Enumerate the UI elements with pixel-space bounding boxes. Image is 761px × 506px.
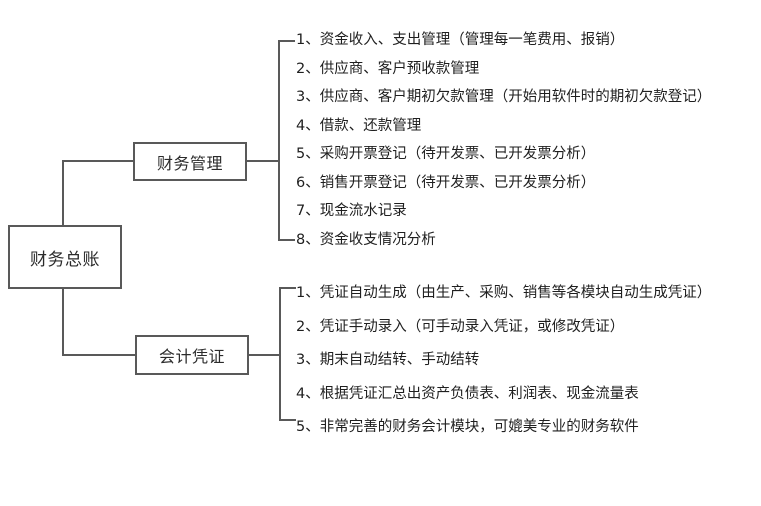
connector-root-to-branch1-horizontal: [62, 160, 135, 162]
connector-root-to-branch2-horizontal: [62, 354, 137, 356]
leaf-list-financial-management: 1、资金收入、支出管理（管理每一笔费用、报销） 2、供应商、客户预收款管理 3、…: [296, 26, 711, 254]
list-item: 2、凭证手动录入（可手动录入凭证，或修改凭证）: [296, 318, 625, 335]
list-item: 3、供应商、客户期初欠款管理（开始用软件时的期初欠款登记）: [296, 89, 712, 105]
list-item: 4、根据凭证汇总出资产负债表、利润表、现金流量表: [296, 385, 639, 402]
leaf-list-accounting-voucher: 1、凭证自动生成（由生产、采购、销售等各模块自动生成凭证） 2、凭证手动录入（可…: [296, 277, 711, 445]
list-item: 1、凭证自动生成（由生产、采购、销售等各模块自动生成凭证）: [296, 285, 712, 301]
bracket-branch1-bottom-stub: [278, 239, 295, 241]
branch-node-financial-management[interactable]: 财务管理: [133, 142, 247, 181]
list-item: 8、资金收支情况分析: [296, 231, 436, 248]
list-item: 5、采购开票登记（待开发票、已开发票分析）: [296, 146, 596, 162]
root-node-label: 财务总账: [30, 249, 100, 270]
list-item: 3、期末自动结转、手动结转: [296, 352, 480, 368]
bracket-branch1-spine: [278, 40, 280, 241]
branch-node-label: 财务管理: [156, 153, 223, 173]
list-item: 6、销售开票登记（待开发票、已开发票分析）: [296, 174, 596, 191]
list-item: 1、资金收入、支出管理（管理每一笔费用、报销）: [296, 32, 625, 48]
list-item: 4、借款、还款管理: [296, 117, 422, 134]
branch-node-label: 会计凭证: [158, 347, 225, 366]
bracket-branch2-spine: [279, 287, 281, 420]
connector-root-to-branch2-vertical: [62, 288, 64, 356]
connector-root-to-branch1-vertical: [62, 160, 64, 226]
list-item: 5、非常完善的财务会计模块，可媲美专业的财务软件: [296, 419, 639, 435]
list-item: 7、现金流水记录: [296, 203, 407, 219]
list-item: 2、供应商、客户预收款管理: [296, 60, 480, 77]
connector-branch1-stem: [247, 160, 280, 162]
bracket-branch2-top-stub: [279, 287, 296, 289]
connector-branch2-stem: [249, 354, 281, 356]
root-node-financial-ledger[interactable]: 财务总账: [8, 225, 122, 289]
bracket-branch2-bottom-stub: [279, 419, 296, 421]
branch-node-accounting-voucher[interactable]: 会计凭证: [135, 335, 249, 375]
bracket-branch1-top-stub: [278, 40, 295, 42]
